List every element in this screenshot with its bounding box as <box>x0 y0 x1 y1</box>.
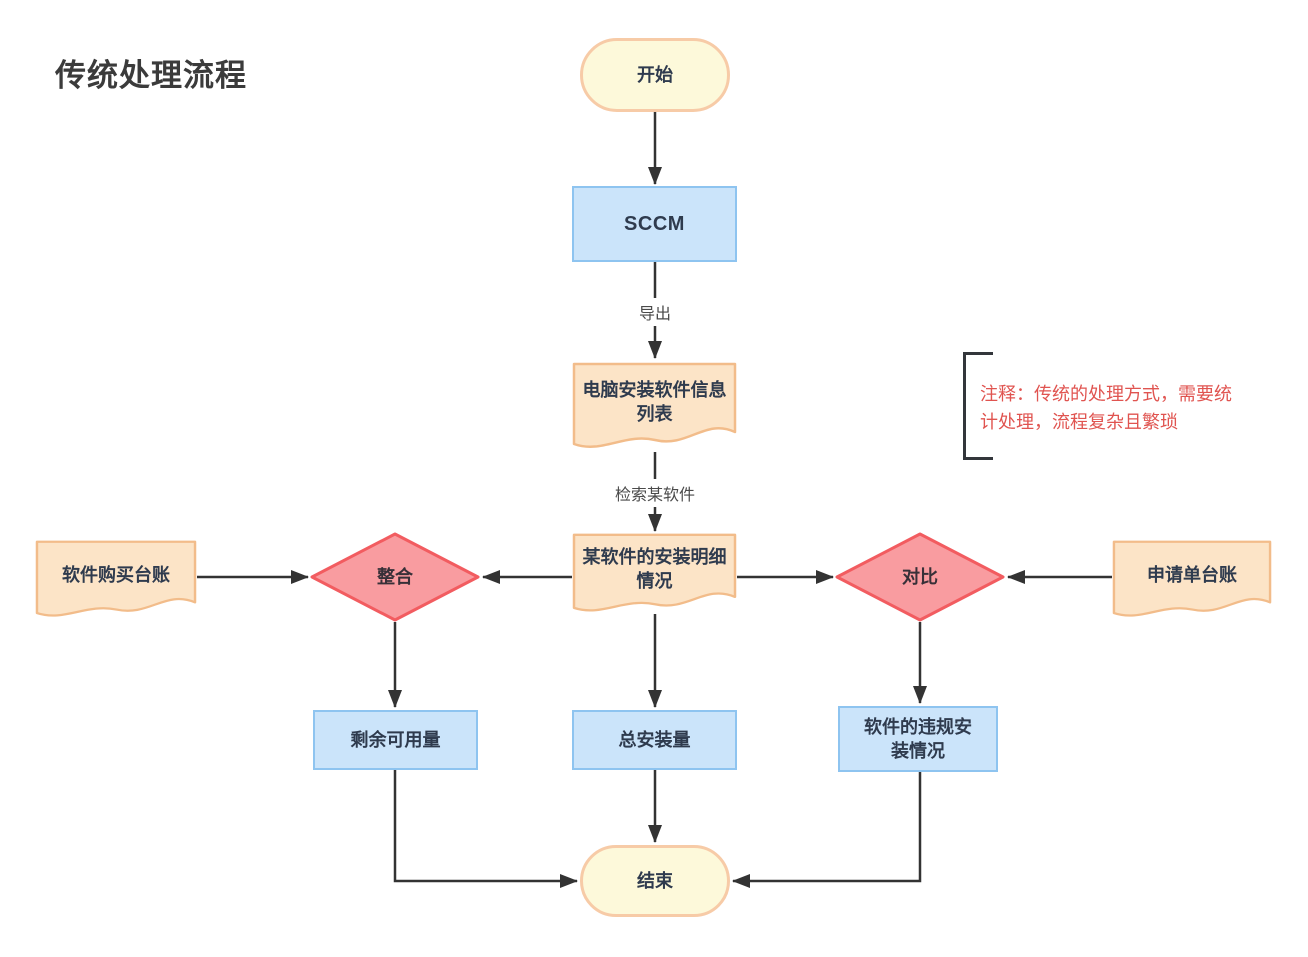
document-shape <box>1112 540 1272 617</box>
node-sccm-label: SCCM <box>624 212 685 235</box>
page-title: 传统处理流程 <box>55 58 247 93</box>
node-sccm[interactable]: SCCM <box>572 186 737 262</box>
node-compare-label: 对比 <box>902 566 938 587</box>
edge-remaining-end <box>393 770 578 888</box>
node-violation-install[interactable]: 软件的违规安 装情况 <box>838 706 998 772</box>
node-software-list-label: 电脑安装软件信息 列表 <box>582 379 727 424</box>
document-shape <box>572 533 737 612</box>
node-merge-label: 整合 <box>377 566 413 587</box>
node-remaining-label: 剩余可用量 <box>350 729 441 750</box>
edge-label-search: 检索某软件 <box>608 479 702 507</box>
node-end-label: 结束 <box>637 870 673 891</box>
diamond-shape <box>310 532 480 622</box>
node-total-label: 总安装量 <box>618 729 691 750</box>
node-remaining-quantity[interactable]: 剩余可用量 <box>313 710 478 770</box>
node-violation-label: 软件的违规安 装情况 <box>864 716 972 761</box>
document-shape <box>572 362 737 448</box>
node-start-label: 开始 <box>637 64 673 85</box>
edge-label-export: 导出 <box>632 298 678 326</box>
note-bracket <box>963 352 993 460</box>
node-software-list-document[interactable]: 电脑安装软件信息 列表 <box>572 362 737 454</box>
node-purchase-ledger-label: 软件购买台账 <box>62 564 170 585</box>
document-shape <box>35 540 197 617</box>
node-install-detail-document[interactable]: 某软件的安装明细 情况 <box>572 533 737 617</box>
node-request-ledger-document[interactable]: 申请单台账 <box>1112 540 1272 622</box>
node-request-ledger-label: 申请单台账 <box>1147 564 1237 585</box>
edge-violation-end <box>732 772 922 888</box>
node-end[interactable]: 结束 <box>580 845 730 917</box>
node-merge-diamond[interactable]: 整合 <box>310 532 480 622</box>
note-text: 注释：传统的处理方式，需要统 计处理，流程复杂且繁琐 <box>980 384 1232 432</box>
node-install-detail-label: 某软件的安装明细 情况 <box>582 546 727 591</box>
node-total-installed[interactable]: 总安装量 <box>572 710 737 770</box>
node-compare-diamond[interactable]: 对比 <box>835 532 1005 622</box>
diamond-shape <box>835 532 1005 622</box>
node-purchase-ledger-document[interactable]: 软件购买台账 <box>35 540 197 622</box>
node-start[interactable]: 开始 <box>580 38 730 112</box>
